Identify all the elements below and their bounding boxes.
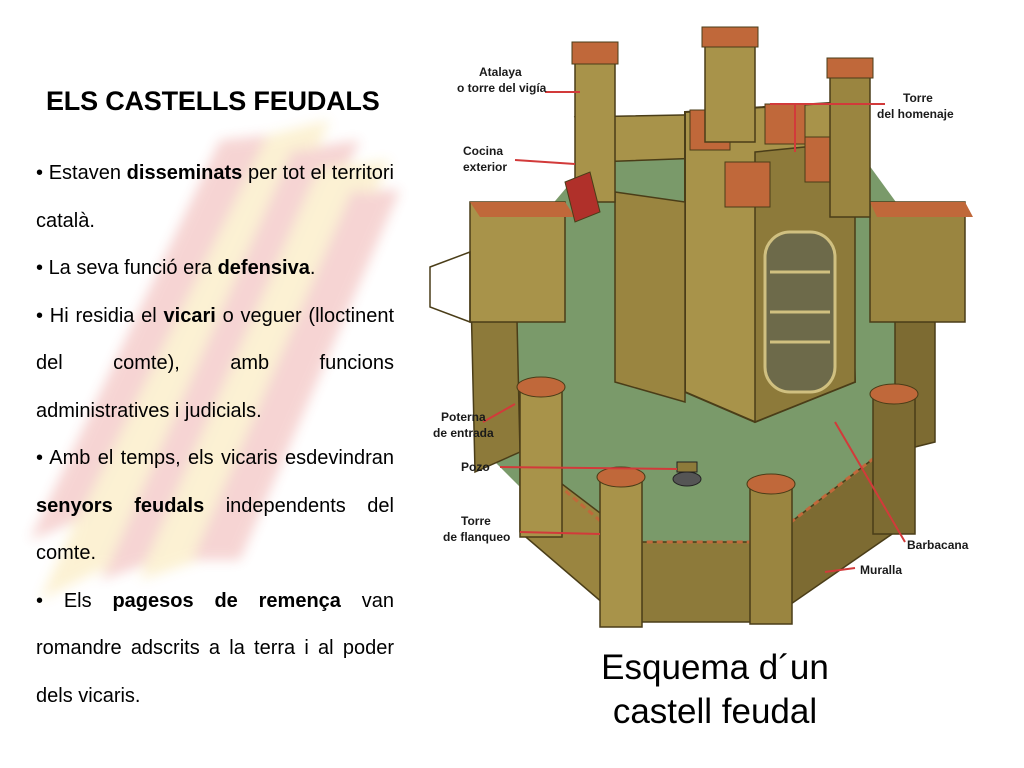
- watchtower-right: [826, 57, 874, 218]
- svg-text:Atalaya: Atalaya: [479, 65, 522, 79]
- bullet-text: Estaven: [48, 162, 127, 184]
- bullet-dot-icon: •: [36, 589, 64, 612]
- label-muralla: Muralla: [860, 563, 902, 577]
- bullet-list: • Estaven disseminats per tot el territo…: [36, 150, 394, 720]
- caption-line-1: Esquema d´un: [601, 648, 829, 687]
- bullet-keyword: senyors feudals: [36, 494, 205, 517]
- diagram-caption: Esquema d´un castell feudal: [575, 646, 855, 734]
- bullet-item: • La seva funció era defensiva.: [36, 245, 394, 293]
- svg-text:Torre: Torre: [461, 514, 491, 528]
- svg-text:Pozo: Pozo: [461, 460, 490, 474]
- bullet-text: Els: [63, 589, 113, 612]
- bastion-right: [869, 201, 966, 323]
- bullet-text: o veguer (lloctinent del comte), amb fun…: [36, 304, 394, 422]
- well: [672, 461, 702, 487]
- page-title: ELS CASTELLS FEUDALS: [46, 86, 380, 116]
- svg-text:del homenaje: del homenaje: [877, 107, 954, 121]
- watchtower-center: [701, 26, 759, 143]
- flank-tower-1: [516, 376, 566, 538]
- bullet-keyword: disseminats: [126, 162, 243, 184]
- label-cocina-1: Cocina: [463, 144, 503, 158]
- svg-text:de flanqueo: de flanqueo: [443, 530, 510, 544]
- svg-text:Muralla: Muralla: [860, 563, 902, 577]
- svg-text:Torre: Torre: [903, 91, 933, 105]
- drawbridge: [429, 250, 471, 324]
- svg-text:o torre del vigía: o torre del vigía: [457, 81, 547, 95]
- label-flanqueo-2: de flanqueo: [443, 530, 510, 544]
- flank-tower-2: [596, 466, 646, 628]
- svg-text:Barbacana: Barbacana: [907, 538, 969, 552]
- label-atalaya-1: Atalaya: [479, 65, 522, 79]
- bullet-text: per tot el territori català.: [36, 162, 394, 232]
- bullet-item: • Estaven disseminats per tot el territo…: [36, 150, 394, 245]
- bullet-text: La seva funció era: [48, 257, 218, 279]
- bullet-item: • Hi residia el vicari o veguer (lloctin…: [36, 293, 394, 436]
- bullet-keyword: vicari: [163, 304, 216, 327]
- wall-front: [624, 541, 766, 623]
- bullet-text: van romandre adscrits a la terra i al po…: [36, 589, 394, 707]
- bullet-text: Hi residia el: [49, 304, 164, 327]
- bastion-left: [469, 201, 566, 323]
- inner-building: [614, 191, 686, 403]
- label-flanqueo-1: Torre: [461, 514, 491, 528]
- bullet-dot-icon: •: [36, 257, 49, 279]
- caption-line-2: castell feudal: [612, 692, 818, 731]
- castle-diagram: Atalaya o torre del vigía Torre del home…: [429, 26, 973, 628]
- label-torre-homenaje-2: del homenaje: [877, 107, 954, 121]
- bullet-text: Amb el temps, els vicaris esdevindran: [49, 447, 394, 469]
- flank-tower-4: [869, 383, 919, 535]
- bullet-keyword: pagesos de remença: [112, 589, 341, 612]
- bullet-keyword: defensiva: [217, 257, 310, 279]
- bullet-text: independents del comte.: [36, 494, 394, 565]
- bullet-item: • Els pagesos de remença van romandre ad…: [36, 578, 394, 721]
- svg-text:exterior: exterior: [463, 160, 507, 174]
- bullet-item: • Amb el temps, els vicaris esdevindran …: [36, 435, 394, 578]
- svg-text:de entrada: de entrada: [433, 426, 494, 440]
- label-barbacana: Barbacana: [907, 538, 969, 552]
- bullet-dot-icon: •: [36, 447, 50, 469]
- label-pozo: Pozo: [461, 460, 490, 474]
- svg-text:Poterna: Poterna: [441, 410, 486, 424]
- label-poterna-2: de entrada: [433, 426, 494, 440]
- flank-tower-3: [746, 473, 796, 625]
- label-atalaya-2: o torre del vigía: [457, 81, 547, 95]
- svg-text:Cocina: Cocina: [463, 144, 503, 158]
- label-poterna-1: Poterna: [441, 410, 486, 424]
- label-cocina-2: exterior: [463, 160, 507, 174]
- bullet-dot-icon: •: [36, 304, 50, 327]
- bullet-dot-icon: •: [36, 162, 49, 184]
- bullet-text: .: [309, 257, 316, 279]
- kitchen-awning: [564, 171, 601, 223]
- label-torre-homenaje-1: Torre: [903, 91, 933, 105]
